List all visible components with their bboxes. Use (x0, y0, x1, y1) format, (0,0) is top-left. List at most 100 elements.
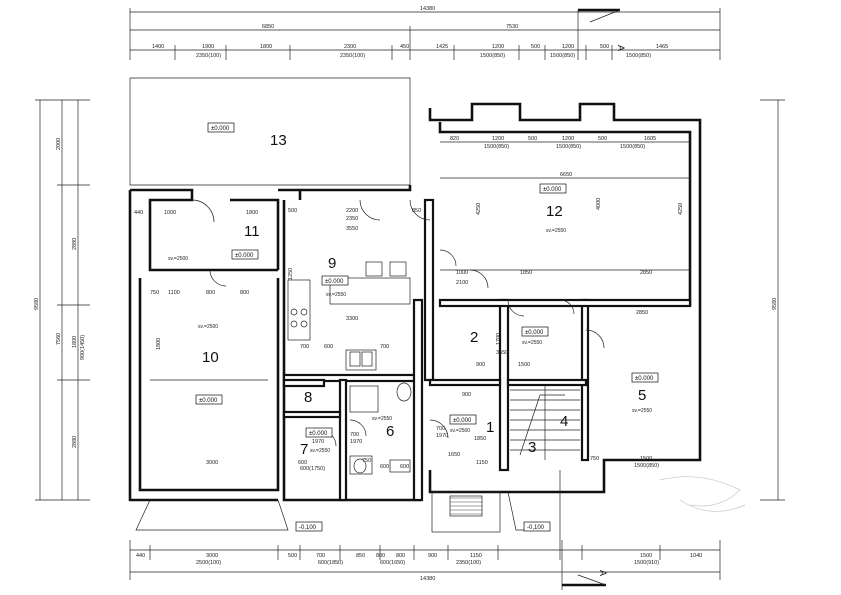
top-overall-dim: 14380 (420, 6, 435, 12)
dim: 850 (412, 208, 421, 214)
top-left-total-dim: 6850 (262, 24, 274, 30)
dim: 700 (436, 426, 445, 432)
left-dimension-chain: 9580 2000 2880 7560 1800 900(1450) 2880 (34, 99, 90, 501)
bottom-opening-dim: 2350(100) (456, 560, 481, 566)
bottom-seg-dim: 1150 (470, 553, 482, 559)
ceiling-height: sv.=2550 (522, 340, 542, 346)
ceiling-height: sv.=2550 (546, 228, 566, 234)
top-seg-dim: 1400 (152, 44, 164, 50)
top-opening-dim: 2350(100) (196, 53, 221, 59)
room-12-label: ±0.000 12 sv.=2550 (539, 183, 567, 234)
left-dim: 2000 (56, 138, 62, 150)
dim: 750 (362, 458, 371, 464)
room-9-dims: 500 2200 850 2350 3550 3300 1250 700 600… (288, 208, 421, 350)
dim: 3000 (206, 460, 218, 466)
right-dimension-chain: 9580 (760, 99, 785, 501)
dim: 1500 (640, 456, 652, 462)
room-10-label: sv.=2500 10 ±0.000 (195, 324, 223, 405)
dim: 1605 (644, 136, 656, 142)
bottom-dimension-chain: 440 3000 500 700 850 800 800 900 1150 15… (129, 540, 721, 582)
room-number: 4 (560, 413, 568, 430)
scan-smudge (659, 476, 746, 512)
room-number: 12 (546, 203, 563, 220)
dim: 4250 (476, 203, 482, 215)
room-5-label: ±0.000 5 sv.=2550 (631, 372, 659, 414)
dim: 1500 (518, 362, 530, 368)
dim: 1250 (288, 268, 294, 280)
dim: 2350 (346, 216, 358, 222)
dim: 1800 (156, 338, 162, 350)
room-10-dims: 750 1100 800 800 1800 3000 (150, 290, 249, 466)
room-number: 13 (270, 132, 287, 149)
room-number: 6 (386, 423, 394, 440)
dim: 1000 (456, 270, 468, 276)
exterior-level-left: -0,100 (295, 521, 323, 532)
bottom-opening-dim: 2500(100) (196, 560, 221, 566)
outer-walls (128, 102, 702, 502)
dim: 800 (206, 290, 215, 296)
dim: 1200 (492, 136, 504, 142)
dim: 2200 (346, 208, 358, 214)
room-11-label: 11 ±0.000 sv.=2500 (168, 223, 260, 262)
room-1-dims: 900 1150 1850 1650 700 1970 (436, 392, 488, 466)
top-seg-dim: 450 (400, 44, 409, 50)
dim: 500 (528, 136, 537, 142)
room-number: 11 (244, 223, 260, 240)
room-number: 2 (470, 329, 478, 346)
left-dim: 7560 (56, 333, 62, 345)
room-13-label: ±0.000 13 (207, 122, 287, 149)
room-8-label: 8 (304, 389, 312, 406)
level-mark: ±0.000 (309, 431, 328, 437)
room-number: 5 (638, 387, 646, 404)
interior-walls (282, 198, 692, 502)
dim: 500 (598, 136, 607, 142)
top-seg-dim: 500 (600, 44, 609, 50)
level-mark: -0,100 (299, 525, 317, 531)
dim: 1500(850) (634, 463, 659, 469)
left-dim: 2880 (72, 238, 78, 250)
section-mark-bottom: A (561, 540, 608, 590)
bottom-opening-dim: 600(1850) (318, 560, 343, 566)
room-3-label: 3 (528, 439, 536, 456)
dim: 700 (380, 344, 389, 350)
dim: 1850 (474, 436, 486, 442)
level-mark: ±0.000 (525, 330, 544, 336)
ceiling-height: sv.=2550 (372, 416, 392, 422)
bottom-seg-dim: 800 (396, 553, 405, 559)
room-11-dims: 440 1000 1800 (134, 210, 258, 216)
room-9-label: 9 ±0.000 sv.=2550 (321, 255, 349, 298)
left-dim: 2880 (72, 436, 78, 448)
dim: 800 (240, 290, 249, 296)
dim: 1650 (448, 452, 460, 458)
room-6-label: sv.=2550 6 (372, 416, 394, 440)
level-mark: ±0.000 (235, 253, 254, 259)
dim: 1970 (312, 439, 324, 445)
level-mark: ±0.000 (325, 279, 344, 285)
room-5-dims: 2850 750 1500 1500(850) (590, 310, 659, 469)
ceiling-height: sv.=2550 (326, 292, 346, 298)
dim: 1200 (562, 136, 574, 142)
dim: 1970 (350, 439, 362, 445)
left-overall-dim: 9580 (34, 298, 40, 310)
bottom-seg-dim: 700 (316, 553, 325, 559)
room-2-dims: 3650 1700 900 1500 2100 (456, 280, 530, 368)
bottom-seg-dim: 500 (288, 553, 297, 559)
dim: 1100 (168, 290, 180, 296)
top-right-total-dim: 7530 (506, 24, 518, 30)
ceiling-height: sv.=2550 (632, 408, 652, 414)
room-7-label: ±0.000 7 sv.=2550 (300, 427, 333, 458)
level-mark: ±0.000 (199, 398, 218, 404)
top-opening-dim: 1500(850) (480, 53, 505, 59)
dim: 700 (300, 344, 309, 350)
bottom-opening-dim: 600(1650) (380, 560, 405, 566)
dim: 6650 (560, 172, 572, 178)
dim: 600 (380, 464, 389, 470)
bottom-seg-dim: 800 (376, 553, 385, 559)
dim: 600 (400, 464, 409, 470)
staircase (510, 385, 580, 460)
ceiling-height: sv.=2500 (198, 324, 218, 330)
dim: 600(1750) (300, 466, 325, 472)
dim: 1500(850) (620, 144, 645, 150)
level-mark: ±0.000 (543, 187, 562, 193)
top-seg-dim: 1465 (656, 44, 668, 50)
